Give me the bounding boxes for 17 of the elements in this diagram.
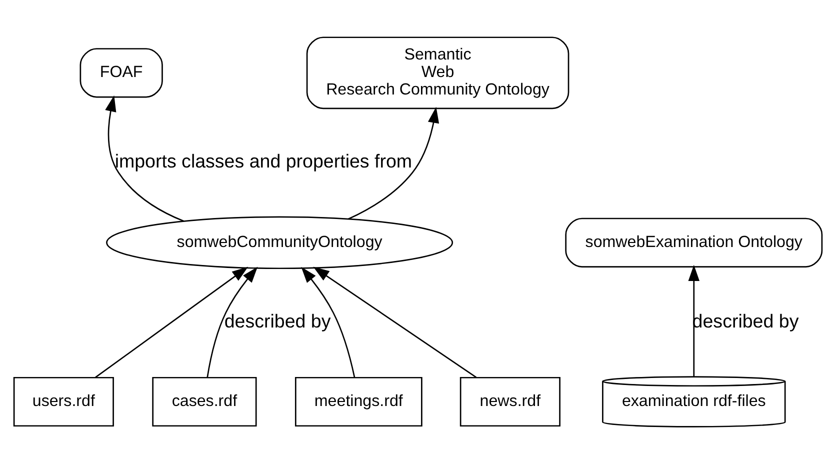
arrow: [206, 266, 258, 378]
arrow: [105, 95, 184, 222]
arrow: [95, 266, 248, 378]
arrow: [688, 264, 700, 377]
node-box: news.rdf: [460, 376, 560, 427]
node-box: FOAF: [80, 48, 163, 98]
node-box: users.rdf: [13, 376, 114, 427]
node-box: somwebExamination Ontology: [565, 218, 823, 268]
arrow: [313, 266, 477, 378]
arrow: [301, 266, 356, 378]
node-box: Semantic Web Research Community Ontology: [306, 36, 570, 110]
edge-label: described by: [224, 310, 331, 332]
node-ellipse: somwebCommunityOntology: [106, 216, 454, 270]
node-box: cases.rdf: [152, 376, 257, 427]
arrow: [348, 106, 440, 220]
edge-label: imports classes and properties from: [114, 150, 412, 172]
node-box: meetings.rdf: [294, 376, 422, 427]
